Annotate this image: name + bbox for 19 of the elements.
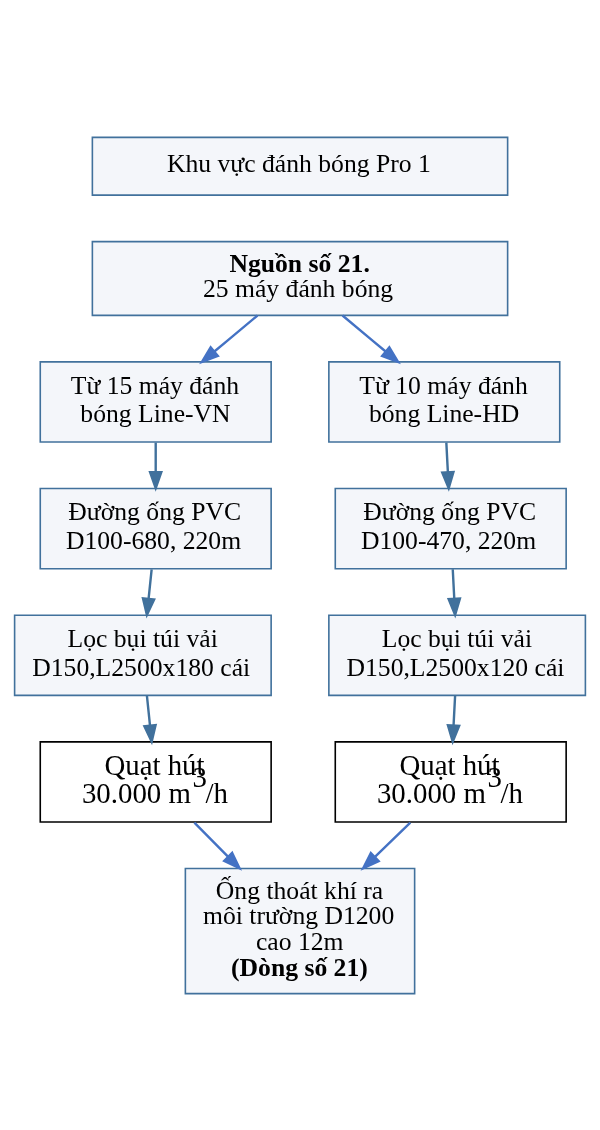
node-box: Lọc bụi túi vải D150,L2500x120 cái: [328, 613, 587, 696]
node-box: Từ 15 máy đánh bóng Line-VN: [39, 360, 272, 443]
arrow: [440, 442, 456, 492]
node-box: Lọc bụi túi vải D150,L2500x180 cái: [13, 613, 272, 696]
arrow: [142, 695, 158, 745]
node-box: Khu vực đánh bóng Pro 1: [91, 136, 509, 196]
node-box: Đường ống PVC D100-680, 220m: [39, 487, 272, 569]
arrow: [446, 695, 461, 745]
arrow: [141, 568, 156, 618]
arrow: [193, 821, 243, 871]
arrow: [360, 821, 412, 871]
node-box: Nguồn số 21. 25 máy đánh bóng: [91, 240, 509, 316]
arrow: [199, 314, 259, 364]
node-box: Đường ống PVC D100-470, 220m: [334, 487, 567, 569]
arrow: [148, 442, 163, 492]
arrow: [341, 314, 401, 364]
node-box: Từ 10 máy đánh bóng Line-HD: [328, 360, 561, 443]
node-box: Ống thoát khí ra môi trường D1200 cao 12m (Dòng số 21): [184, 867, 416, 994]
arrow: [446, 568, 462, 618]
